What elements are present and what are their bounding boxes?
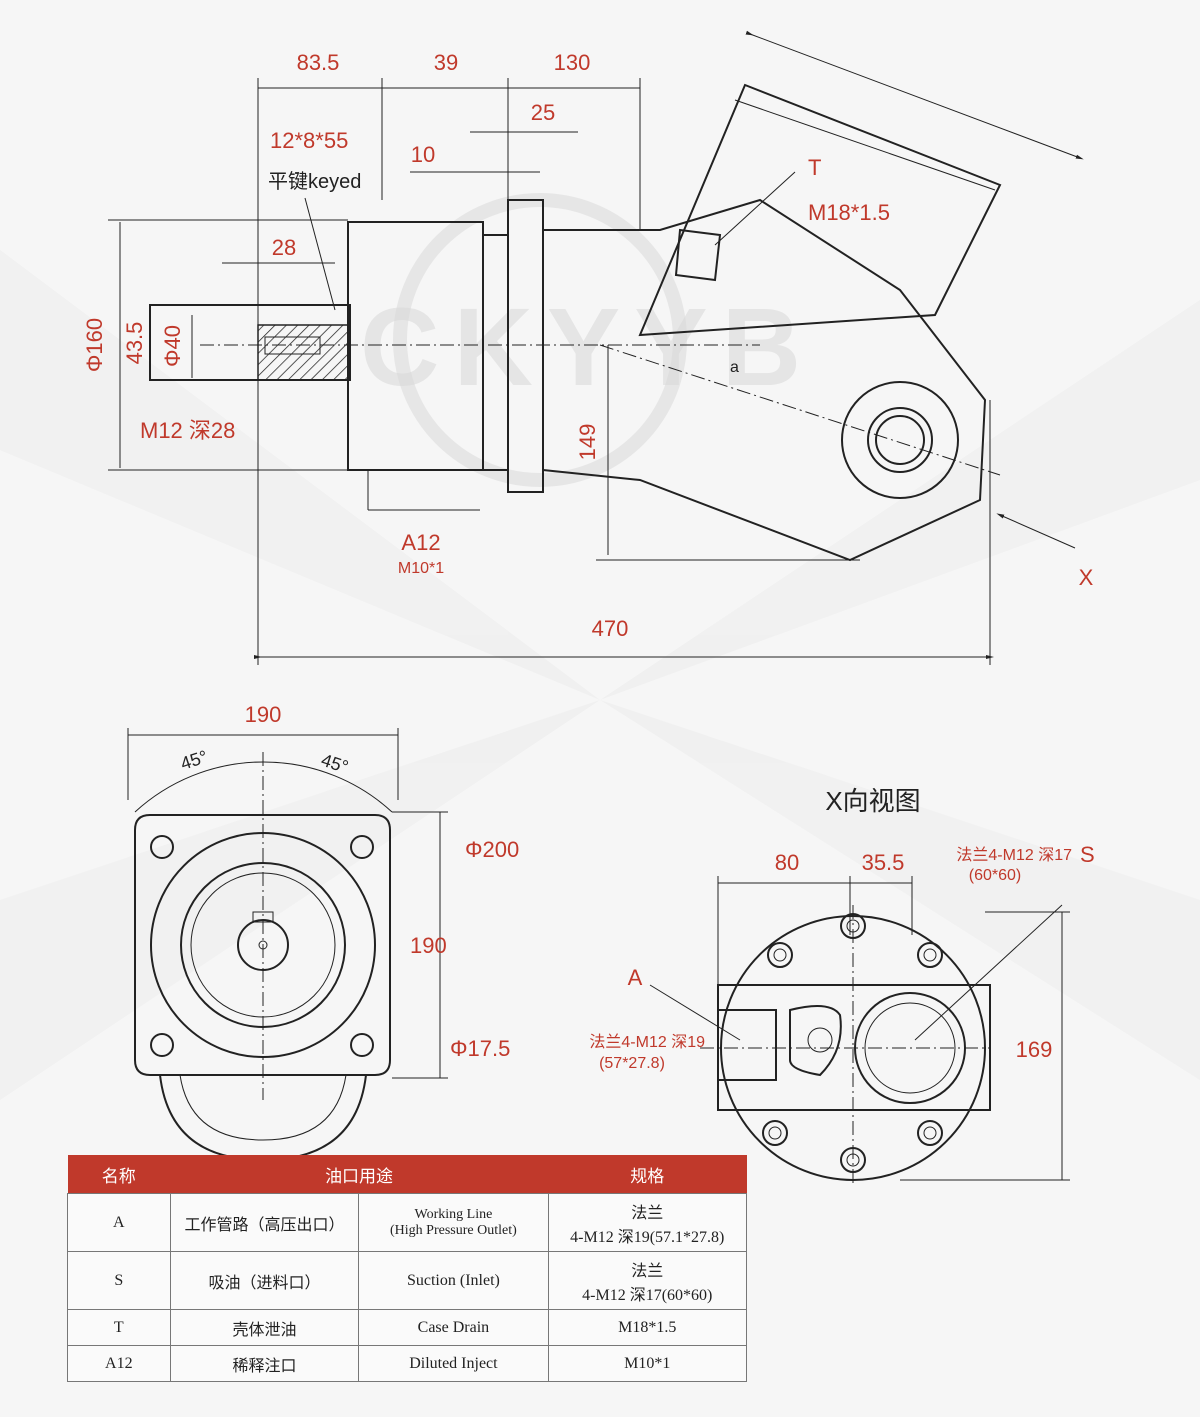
s-spec-2: (60*60) bbox=[969, 867, 1021, 884]
cell-cn: 稀释注口 bbox=[169, 1345, 360, 1382]
cell-cn: 吸油（进料口） bbox=[169, 1251, 360, 1310]
cell-spec: M18*1.5 bbox=[547, 1309, 748, 1346]
dim-phi160: Φ160 bbox=[82, 318, 107, 372]
dim-130: 130 bbox=[554, 50, 591, 75]
thread-m12: M12 深28 bbox=[140, 418, 235, 443]
pump-housing bbox=[542, 198, 987, 562]
watermark: CKYYB bbox=[360, 193, 815, 487]
table-row: A12 稀释注口 Diluted Inject M10*1 bbox=[67, 1345, 748, 1382]
dim-phi40: Φ40 bbox=[160, 325, 185, 367]
table-row: T 壳体泄油 Case Drain M18*1.5 bbox=[67, 1309, 748, 1346]
angle-left: 45° bbox=[178, 746, 210, 773]
dim-39: 39 bbox=[434, 50, 458, 75]
x-view: X向视图 80 35.5 法兰4-M12 深17 S (60*60) A 法兰4… bbox=[589, 786, 1095, 1185]
x-view-title: X向视图 bbox=[825, 786, 920, 816]
dim-43-5: 43.5 bbox=[122, 322, 147, 365]
shaft-section bbox=[257, 324, 349, 381]
cell-en: Suction (Inlet) bbox=[358, 1251, 549, 1310]
table-row: A 工作管路（高压出口） Working Line(High Pressure … bbox=[67, 1193, 748, 1252]
cell-name: A12 bbox=[67, 1345, 171, 1382]
bolt-holes bbox=[150, 835, 374, 1057]
cell-cn: 工作管路（高压出口） bbox=[169, 1193, 360, 1252]
view-x-label: X bbox=[1079, 565, 1094, 590]
a-port-label: A bbox=[628, 965, 643, 990]
dim-35-5: 35.5 bbox=[862, 850, 905, 875]
dim-169: 169 bbox=[1016, 1037, 1053, 1062]
cell-en: Case Drain bbox=[358, 1309, 549, 1346]
svg-text:CKYYB: CKYYB bbox=[360, 286, 815, 409]
dim-10: 10 bbox=[411, 142, 435, 167]
dim-phi17-5: Φ17.5 bbox=[450, 1036, 510, 1061]
dim-83-5: 83.5 bbox=[297, 50, 340, 75]
header-name: 名称 bbox=[67, 1155, 171, 1194]
port-a12-label: A12 bbox=[401, 530, 440, 555]
cell-name: S bbox=[67, 1251, 171, 1310]
flange-ring bbox=[507, 199, 544, 493]
header-usage: 油口用途 bbox=[170, 1155, 549, 1194]
key-size: 12*8*55 bbox=[270, 128, 348, 153]
shaft bbox=[149, 304, 351, 381]
port-spec-table: 名称 油口用途 规格 A 工作管路（高压出口） Working Line(Hig… bbox=[67, 1155, 748, 1382]
s-port-side bbox=[841, 381, 959, 499]
angle-right: 45° bbox=[319, 750, 351, 777]
table-header-row: 名称 油口用途 规格 bbox=[67, 1155, 747, 1194]
cell-name: A bbox=[67, 1193, 171, 1252]
port-t-spec: M18*1.5 bbox=[808, 200, 890, 225]
dim-80: 80 bbox=[775, 850, 799, 875]
cell-name: T bbox=[67, 1309, 171, 1346]
dim-149: 149 bbox=[575, 424, 600, 461]
angle-a: a bbox=[730, 359, 739, 376]
a-port bbox=[717, 1009, 777, 1081]
dim-28: 28 bbox=[272, 235, 296, 260]
dim-190-top: 190 bbox=[245, 702, 282, 727]
header-spec: 规格 bbox=[548, 1155, 747, 1194]
cylinder-block bbox=[638, 30, 1084, 337]
cell-cn: 壳体泄油 bbox=[169, 1309, 360, 1346]
dim-phi200: Φ200 bbox=[465, 837, 519, 862]
s-port-label: S bbox=[1080, 842, 1095, 867]
side-view: 83.5 39 130 25 10 12*8*55 平键keyed 28 Φ16… bbox=[82, 30, 1094, 665]
front-view: 190 45° 45° Φ200 190 Φ17.5 bbox=[127, 702, 519, 1162]
dim-470: 470 bbox=[592, 616, 629, 641]
key-label: 平键keyed bbox=[268, 170, 361, 193]
dim-25: 25 bbox=[531, 100, 555, 125]
front-flange bbox=[134, 814, 391, 1076]
a-spec-2: (57*27.8) bbox=[599, 1055, 665, 1072]
s-spec-1: 法兰4-M12 深17 bbox=[956, 846, 1072, 864]
port-a12-spec: M10*1 bbox=[398, 560, 444, 577]
port-t-label: T bbox=[808, 155, 821, 180]
dim-190-right: 190 bbox=[410, 933, 447, 958]
cell-en: Working Line(High Pressure Outlet) bbox=[358, 1193, 549, 1252]
cell-spec: M10*1 bbox=[547, 1345, 748, 1382]
shaft-end bbox=[237, 919, 289, 971]
a-spec-1: 法兰4-M12 深19 bbox=[589, 1033, 705, 1051]
cell-en: Diluted Inject bbox=[358, 1345, 549, 1382]
